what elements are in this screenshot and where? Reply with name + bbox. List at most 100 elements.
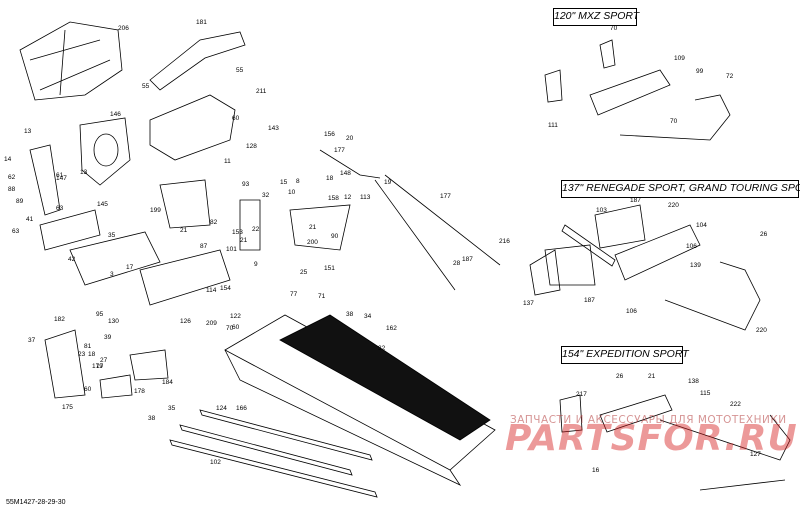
variant-label-expedition: 154" EXPEDITION SPORT: [561, 346, 689, 364]
renegade-part-138: [529, 249, 561, 296]
callout-99: 99: [696, 68, 704, 75]
callout-220: 220: [668, 202, 679, 209]
callout-151: 151: [324, 265, 335, 272]
side-panel-hole: [93, 133, 119, 167]
callout-28: 28: [453, 260, 461, 267]
rod-177: [319, 149, 381, 179]
callout-199: 199: [150, 207, 161, 214]
callout-206: 206: [118, 25, 129, 32]
callout-200: 200: [307, 239, 318, 246]
callout-220: 220: [756, 327, 767, 334]
callout-177: 177: [440, 193, 451, 200]
callout-38: 38: [148, 415, 156, 422]
callout-35: 35: [168, 405, 176, 412]
callout-60: 60: [232, 115, 240, 122]
renegade-part-217: [544, 244, 596, 286]
callout-153: 153: [232, 229, 243, 236]
diagram-code: 55M1427-28-29-30: [6, 499, 66, 506]
callout-26: 26: [616, 373, 624, 380]
bracket-199: [159, 179, 211, 229]
callout-88: 88: [8, 186, 16, 193]
steering-column-part: [149, 31, 246, 91]
callout-19: 19: [384, 179, 392, 186]
callout-106: 106: [626, 308, 637, 315]
callout-90: 90: [331, 233, 339, 240]
callout-113: 113: [360, 194, 371, 201]
callout-22: 22: [252, 226, 260, 233]
callout-42: 42: [68, 256, 76, 263]
callout-177: 177: [334, 147, 345, 154]
callout-130: 130: [108, 318, 119, 325]
callout-158: 158: [328, 195, 339, 202]
callout-127: 127: [750, 451, 761, 458]
rail-111: [169, 439, 378, 498]
callout-124: 124: [216, 405, 227, 412]
plate-part: [149, 94, 236, 161]
callout-21: 21: [180, 227, 188, 234]
renegade-part-187: [614, 224, 701, 281]
callout-16: 16: [592, 467, 600, 474]
expedition-part-128: [559, 394, 583, 433]
callout-11: 11: [224, 158, 231, 165]
callout-70: 70: [670, 118, 678, 125]
callout-102: 102: [210, 459, 221, 466]
callout-111: 111: [548, 122, 558, 129]
callout-12: 12: [344, 194, 352, 201]
callout-labels: 2061815555211601431114613146288894161631…: [4, 19, 768, 474]
callout-166: 166: [236, 405, 247, 412]
callout-70: 70: [226, 325, 234, 332]
callout-61: 61: [56, 172, 64, 179]
callout-72: 72: [726, 73, 734, 80]
callout-145: 145: [97, 201, 108, 208]
panel-93: [239, 199, 261, 251]
callout-87: 87: [200, 243, 208, 250]
side-panel-part: [79, 117, 131, 186]
bracket-175: [44, 329, 86, 399]
watermark-tagline: ЗАПЧАСТИ И АКСЕССУАРЫ ДЛЯ МОТОТЕХНИКИ: [510, 414, 787, 426]
arm-200: [289, 204, 351, 251]
callout-182: 182: [54, 316, 65, 323]
callout-114: 114: [206, 287, 217, 294]
mxz-part-187: [589, 69, 671, 116]
rail-109: [199, 409, 373, 461]
callout-15: 15: [280, 179, 288, 186]
callout-35: 35: [108, 232, 116, 239]
callout-17: 17: [96, 363, 104, 370]
rail-99: [179, 424, 353, 476]
watermark-logo-text: PARTSFOR.RU: [505, 418, 798, 459]
tunnel-209: [224, 314, 496, 471]
callout-17: 17: [126, 264, 134, 271]
expedition-part-187: [599, 394, 673, 433]
callout-179: 179: [92, 363, 103, 370]
floor-plate-87: [139, 249, 231, 306]
callout-82: 82: [210, 219, 218, 226]
callout-109: 109: [674, 55, 685, 62]
bracket-147: [29, 144, 61, 216]
callout-146: 146: [110, 111, 121, 118]
callout-34: 34: [364, 313, 372, 320]
callout-63: 63: [12, 228, 20, 235]
tunnel-side: [224, 349, 462, 486]
callout-187: 187: [584, 297, 595, 304]
expedition-part-117: [659, 414, 791, 461]
mxz-part-104: [544, 69, 563, 103]
callout-143: 143: [268, 125, 279, 132]
callout-101: 101: [226, 246, 237, 253]
callout-71: 71: [318, 293, 326, 300]
callout-175: 175: [62, 404, 73, 411]
callout-122: 122: [230, 313, 241, 320]
callout-32: 32: [262, 192, 270, 199]
callout-178: 178: [134, 388, 145, 395]
floor-plate-part: [69, 231, 161, 286]
callout-62: 62: [8, 174, 16, 181]
callout-106: 106: [686, 243, 697, 250]
callout-222: 222: [730, 401, 741, 408]
callout-93: 93: [242, 181, 250, 188]
callout-211: 211: [256, 88, 267, 95]
part-102: [129, 349, 169, 381]
callout-21: 21: [240, 237, 248, 244]
callout-55: 55: [236, 67, 244, 74]
callout-23: 23: [78, 351, 86, 358]
